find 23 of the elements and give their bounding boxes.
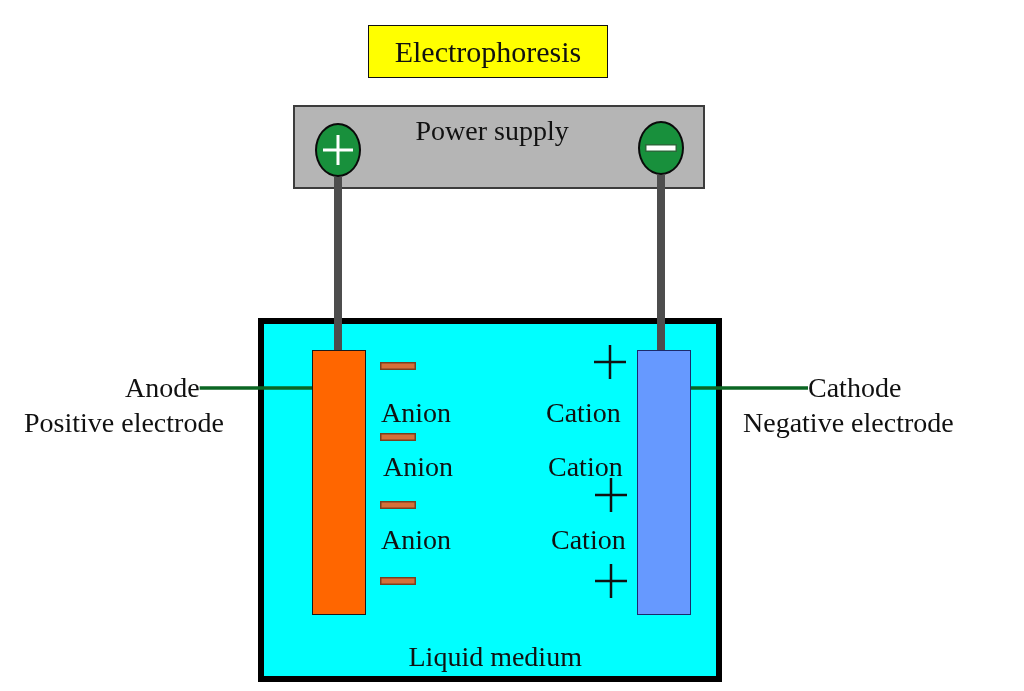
power-supply-label: Power supply	[415, 116, 569, 146]
liquid-tank	[258, 318, 722, 682]
ion-label: Cation	[546, 398, 621, 428]
ion-label: Cation	[548, 452, 623, 482]
electrode-caption: Negative electrode	[743, 408, 954, 438]
positive-terminal	[315, 123, 361, 177]
ion-label: Anion	[381, 525, 451, 555]
ion-label: Anion	[383, 452, 453, 482]
leader-line	[691, 386, 808, 390]
power-supply-box	[293, 105, 705, 189]
ion-label: Cation	[551, 525, 626, 555]
electrode-plate	[312, 350, 366, 615]
wire	[657, 175, 665, 350]
medium-label: Liquid medium	[408, 642, 582, 672]
cathode-label: Cathode	[808, 373, 902, 403]
title-heading: Electrophoresis	[368, 25, 608, 78]
electrode-plate	[637, 350, 691, 615]
leader-line	[199, 386, 312, 390]
wire	[334, 177, 342, 350]
ion-label: Anion	[381, 398, 451, 428]
negative-terminal	[638, 121, 684, 175]
anode-label: Anode	[125, 373, 200, 403]
electrode-caption: Positive electrode	[24, 408, 224, 438]
